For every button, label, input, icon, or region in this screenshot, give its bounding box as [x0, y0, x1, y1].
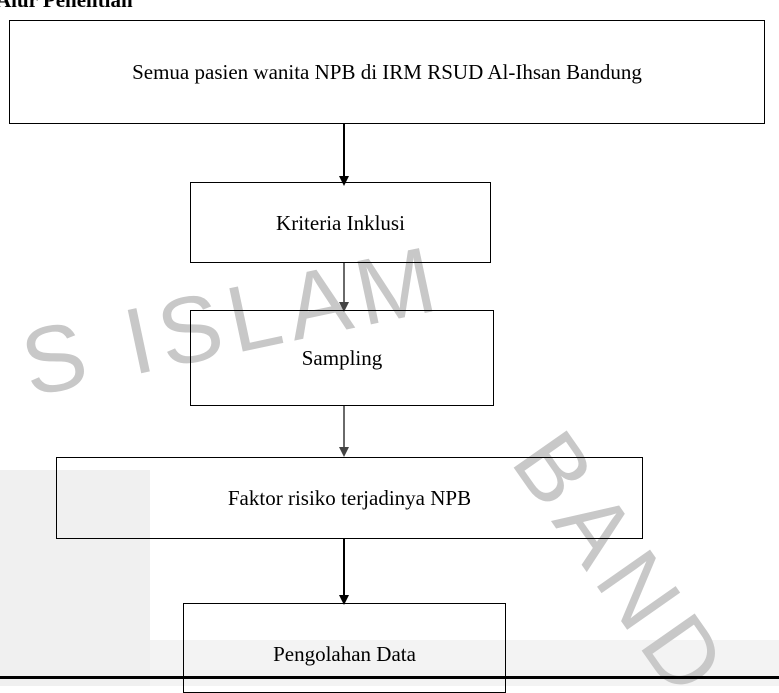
sampling-label: Sampling	[301, 346, 383, 370]
population-box-label: Semua pasien wanita NPB di IRM RSUD Al-I…	[132, 60, 642, 84]
inclusion-criteria-box: Kriteria Inklusi	[190, 182, 491, 263]
sampling-box: Sampling	[190, 310, 494, 406]
risk-factors-box: Faktor risiko terjadinya NPB	[56, 457, 643, 539]
data-processing-label: Pengolahan Data	[273, 642, 416, 666]
risk-factors-label: Faktor risiko terjadinya NPB	[227, 486, 472, 510]
population-box: Semua pasien wanita NPB di IRM RSUD Al-I…	[9, 20, 765, 124]
inclusion-criteria-label: Kriteria Inklusi	[276, 210, 405, 235]
page-heading: Alur Penelitian	[0, 0, 133, 12]
page-bottom-rule	[0, 676, 779, 679]
data-processing-box: Pengolahan Data	[183, 603, 506, 693]
